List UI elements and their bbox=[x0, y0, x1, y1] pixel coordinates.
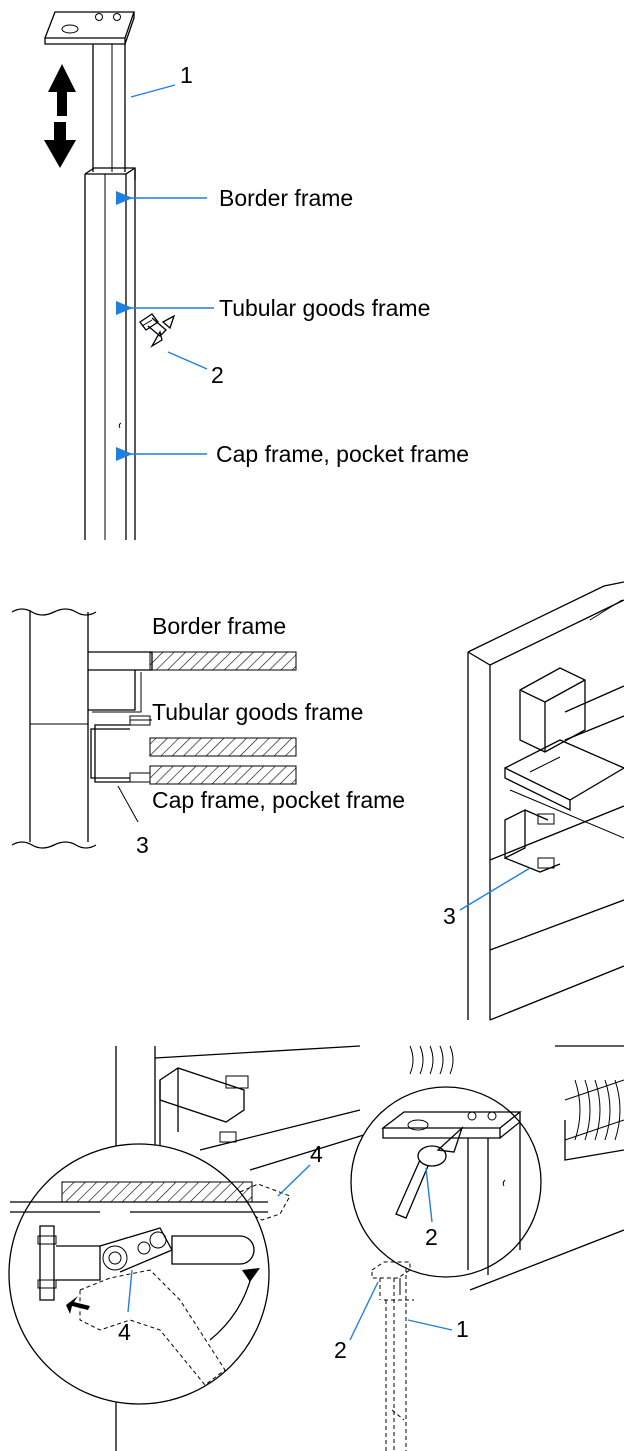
leader-1 bbox=[130, 84, 176, 98]
label-2: 2 bbox=[211, 362, 224, 388]
label-cap-frame: Cap frame, pocket frame bbox=[216, 441, 469, 467]
leader-2-circle bbox=[425, 1167, 433, 1223]
leader-3-left bbox=[117, 785, 139, 823]
leader-3-right bbox=[459, 867, 531, 911]
figure2-section bbox=[11, 608, 297, 849]
leader-2-stand bbox=[349, 1281, 379, 1341]
stand-post-dashed bbox=[371, 1261, 414, 1451]
figure2-machine bbox=[467, 581, 624, 1021]
label-1-stand: 1 bbox=[456, 1316, 469, 1342]
label-2-circle: 2 bbox=[425, 1224, 438, 1250]
fig2-label-cap: Cap frame, pocket frame bbox=[152, 787, 405, 813]
leader-4-top bbox=[277, 1164, 311, 1197]
thread-spools-icon bbox=[409, 1045, 621, 1141]
figure3-machine bbox=[115, 1045, 624, 1451]
leader-1-stand bbox=[407, 1319, 453, 1331]
label-2-stand: 2 bbox=[334, 1337, 347, 1363]
label-4-bottom: 4 bbox=[118, 1319, 131, 1345]
label-3-right: 3 bbox=[443, 903, 456, 929]
detail-circle-clamp bbox=[8, 1143, 270, 1405]
detail-circle-post bbox=[350, 1086, 542, 1278]
fig2-label-tubular: Tubular goods frame bbox=[152, 699, 363, 725]
wing-screw-detail-icon bbox=[395, 1125, 464, 1219]
label-1: 1 bbox=[180, 62, 193, 88]
label-tubular-frame: Tubular goods frame bbox=[219, 295, 430, 321]
leader-4-bottom bbox=[127, 1269, 133, 1313]
figure1-post bbox=[44, 11, 176, 540]
fig2-label-border: Border frame bbox=[152, 613, 286, 639]
leader-2 bbox=[167, 351, 208, 370]
label-border-frame: Border frame bbox=[219, 185, 353, 211]
label-3-left: 3 bbox=[136, 832, 149, 858]
label-4-top: 4 bbox=[310, 1141, 323, 1167]
wing-screw-icon bbox=[139, 313, 176, 348]
